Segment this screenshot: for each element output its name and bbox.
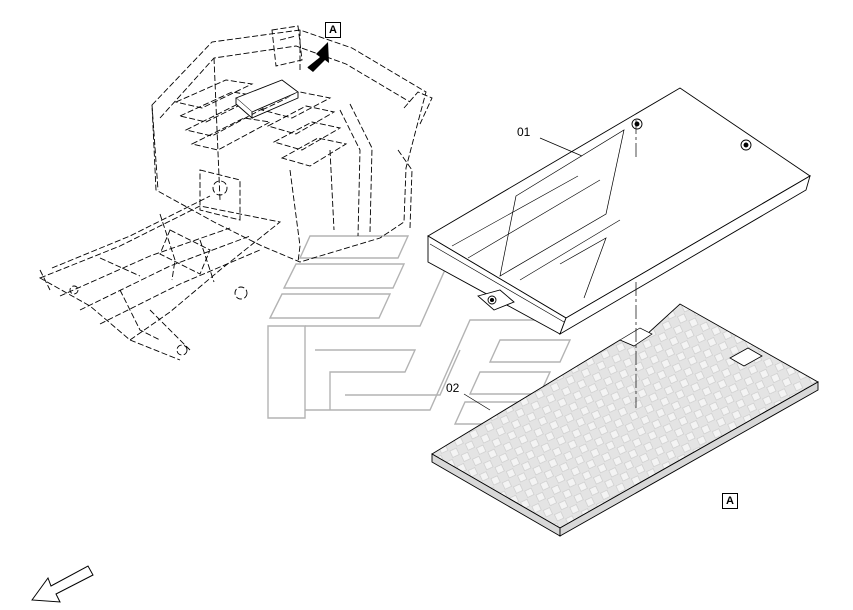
direction-arrow-icon <box>31 565 94 603</box>
machine-frame <box>38 25 433 361</box>
view-label-bottom: A <box>722 493 738 509</box>
view-arrow-icon <box>307 42 329 72</box>
callout-part-01: 01 <box>517 125 531 139</box>
callout-part-02: 02 <box>446 381 460 395</box>
part-02-mat <box>431 303 819 537</box>
highlighted-part-location <box>235 79 299 119</box>
view-label-top: A <box>325 22 341 38</box>
part-01-cover <box>427 87 811 336</box>
leader-lines <box>463 120 637 411</box>
